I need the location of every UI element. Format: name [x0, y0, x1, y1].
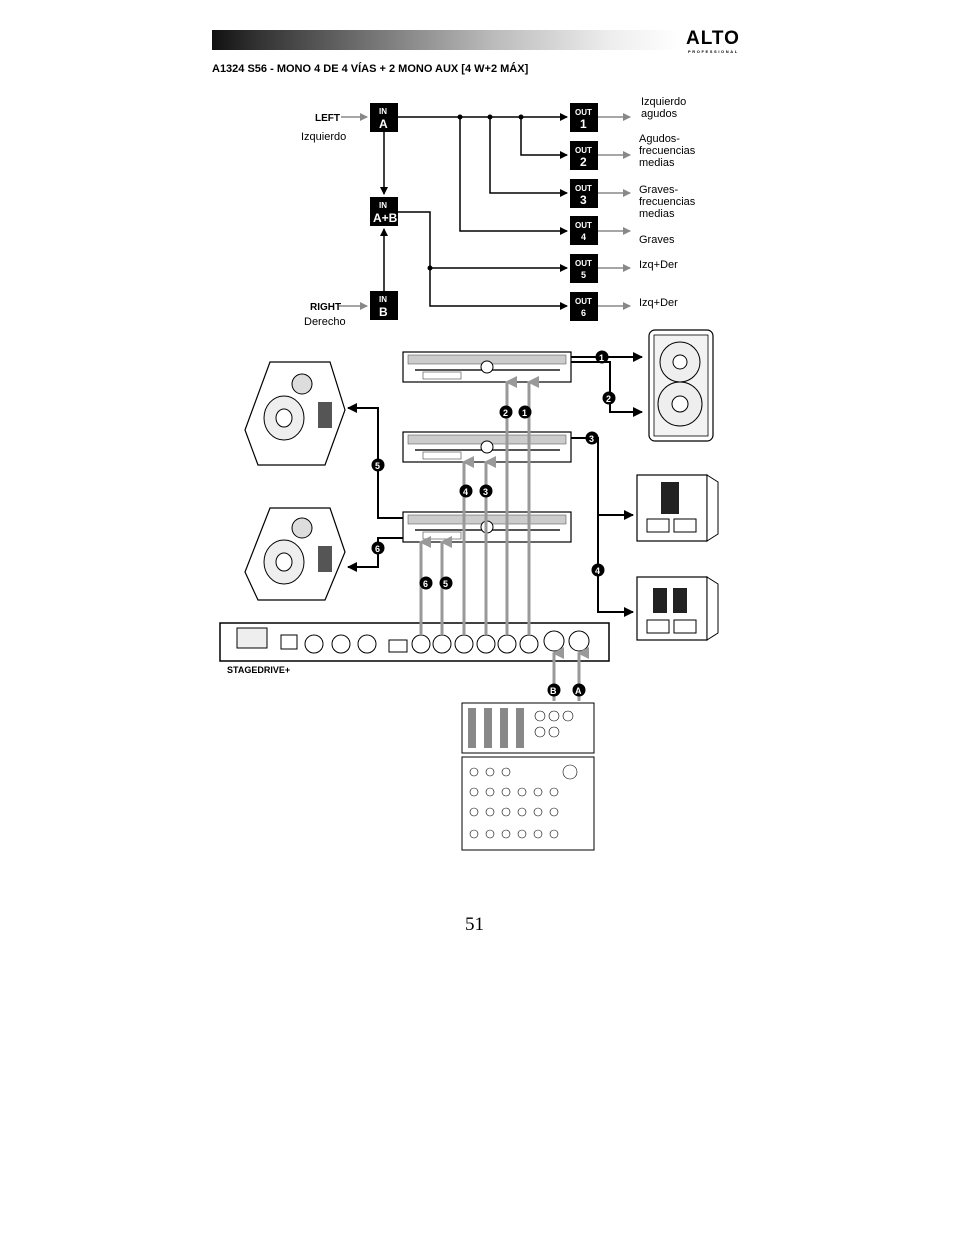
out6-label: Izq+Der — [639, 297, 678, 309]
marker-3b: 3 — [479, 484, 493, 498]
marker-b-text: B — [550, 686, 557, 696]
monitor-speaker-top — [244, 361, 346, 466]
out1-prefix: OUT — [575, 108, 592, 117]
out2-num: 2 — [580, 155, 587, 169]
marker-4b-text: 4 — [463, 487, 468, 497]
in-a-block — [370, 103, 398, 132]
marker-4b: 4 — [459, 484, 473, 498]
marker-1b-text: 1 — [522, 408, 527, 418]
out6-num: 6 — [581, 308, 586, 318]
marker-5: 5 — [371, 458, 385, 472]
in-ab-block — [370, 197, 398, 226]
marker-2b: 2 — [499, 405, 513, 419]
right-label: RIGHT — [310, 302, 341, 313]
out2-label: Agudos- frecuencias medias — [639, 133, 696, 169]
in-b-letter: B — [379, 305, 388, 319]
marker-5b: 5 — [439, 576, 453, 590]
out-block-2: OUT 2 — [570, 141, 598, 170]
out1-num: 1 — [580, 117, 587, 131]
out-block-4: OUT 4 — [570, 216, 598, 245]
left-label: LEFT — [315, 113, 340, 124]
right-sub-label: Derecho — [304, 316, 346, 328]
in-a-prefix: IN — [379, 107, 387, 116]
marker-a: A — [572, 683, 586, 697]
out5-num: 5 — [581, 270, 586, 280]
marker-3b-text: 3 — [483, 487, 488, 497]
out5-label: Izq+Der — [639, 259, 678, 271]
subwoofer-double — [636, 576, 719, 641]
page-number: 51 — [465, 914, 484, 935]
marker-6: 6 — [371, 541, 385, 555]
in-ab-prefix: IN — [379, 201, 387, 210]
marker-2: 2 — [602, 391, 616, 405]
marker-5b-text: 5 — [443, 579, 448, 589]
out4-prefix: OUT — [575, 221, 592, 230]
out3-label: Graves- frecuencias medias — [639, 184, 696, 220]
device-name: STAGEDRIVE+ — [227, 665, 290, 675]
marker-4: 4 — [591, 563, 605, 577]
marker-5-text: 5 — [375, 461, 380, 471]
out4-num: 4 — [581, 232, 586, 242]
amplifier-2 — [402, 431, 572, 463]
marker-b: B — [547, 683, 561, 697]
mixer — [461, 702, 595, 851]
out3-prefix: OUT — [575, 184, 592, 193]
logo-main: ALTO — [686, 28, 740, 49]
in-b-block — [370, 291, 398, 320]
marker-6-text: 6 — [375, 544, 380, 554]
out6-prefix: OUT — [575, 297, 592, 306]
out-block-5: OUT 5 — [570, 254, 598, 283]
logo-sub: PROFESSIONAL — [688, 49, 739, 54]
out2-prefix: OUT — [575, 146, 592, 155]
marker-6b-text: 6 — [423, 579, 428, 589]
fullrange-speaker — [648, 329, 714, 442]
marker-1-text: 1 — [599, 353, 604, 363]
out-block-6: OUT 6 — [570, 292, 598, 321]
header-gradient-bar — [212, 30, 682, 50]
out-block-1: OUT 1 — [570, 103, 598, 132]
out4-label: Graves — [639, 234, 675, 246]
marker-3: 3 — [585, 431, 599, 445]
page-title: A1324 S56 - MONO 4 DE 4 VÍAS + 2 MONO AU… — [212, 63, 529, 75]
out-block-3: OUT 3 — [570, 179, 598, 208]
marker-2-text: 2 — [606, 394, 611, 404]
subwoofer-single — [636, 474, 719, 542]
left-sub-label: Izquierdo — [301, 131, 347, 143]
marker-1: 1 — [595, 350, 609, 364]
marker-2b-text: 2 — [503, 408, 508, 418]
in-b-prefix: IN — [379, 295, 387, 304]
out1-label: Izquierdo agudos — [641, 96, 687, 120]
marker-3-text: 3 — [589, 434, 594, 444]
monitor-speaker-bottom — [244, 507, 346, 601]
stagedrive-unit — [219, 622, 610, 662]
marker-a-text: A — [575, 686, 582, 696]
amplifier-1 — [402, 351, 572, 383]
out3-num: 3 — [580, 193, 587, 207]
marker-6b: 6 — [419, 576, 433, 590]
alto-logo: ALTO PROFESSIONAL — [686, 28, 742, 54]
in-ab-letter: A+B — [373, 211, 398, 225]
marker-4-text: 4 — [595, 566, 600, 576]
marker-1b: 1 — [518, 405, 532, 419]
out5-prefix: OUT — [575, 259, 592, 268]
in-a-letter: A — [379, 117, 388, 131]
